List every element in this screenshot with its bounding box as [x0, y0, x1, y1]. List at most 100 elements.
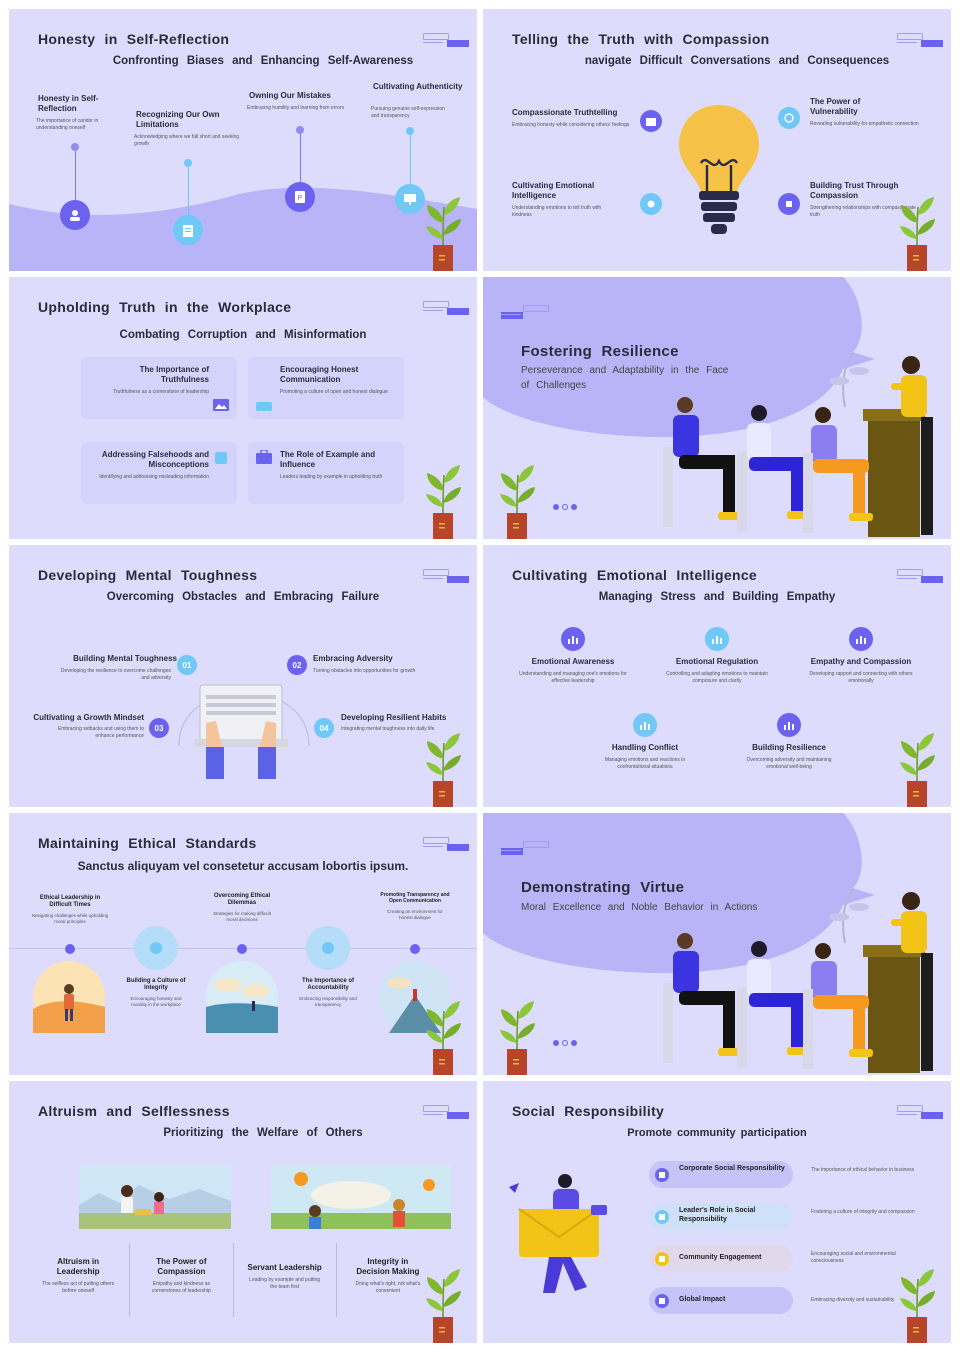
item-heading: Cultivating a Growth Mindset — [33, 713, 144, 722]
chart-bars-icon — [777, 713, 801, 737]
pill-label: Community Engagement — [679, 1254, 762, 1261]
step-number-badge: 01 — [177, 655, 197, 675]
potted-plant-icon — [897, 193, 937, 271]
item-text: Encouraging honesty and morality in the … — [130, 995, 182, 1008]
sofa-icon — [256, 402, 272, 411]
slide-title: Maintaining Ethical Standards — [38, 835, 257, 851]
pill-label: Corporate Social Responsibility — [679, 1165, 785, 1172]
item-text: Embracing setbacks and using them to enh… — [57, 726, 144, 740]
potted-plant-icon — [423, 461, 463, 539]
puzzle-icon — [215, 452, 227, 464]
slide-title: Honesty in Self-Reflection — [38, 31, 230, 47]
item-text: Encouraging social and environmental con… — [811, 1251, 896, 1265]
slide-honesty-self-reflection: Honesty in Self-Reflection Confronting B… — [9, 9, 477, 271]
item-text: Acknowledging where we fall short and se… — [134, 134, 240, 148]
potted-plant-icon — [423, 729, 463, 807]
item-text: Creating an environment for honest dialo… — [387, 908, 443, 921]
info-card: The Importance of Truthfulness Truthfuln… — [81, 357, 237, 419]
item-heading: Overcoming Ethical Dilemmas — [213, 893, 271, 906]
column-heading: Servant Leadership — [247, 1263, 322, 1272]
timeline-node-circle — [134, 926, 178, 970]
slide-social-responsibility: Social Responsibility Promote community … — [483, 1081, 951, 1343]
feature-heading: Handling Conflict — [611, 743, 679, 752]
slide-title: Fostering Resilience — [521, 343, 679, 360]
item-text: The importance of ethical behavior in bu… — [811, 1167, 915, 1173]
kids-balloons-illustration — [271, 1165, 451, 1229]
timeline-item-top: Promoting Transparency and Open Communic… — [375, 892, 455, 922]
potted-plant-icon — [897, 1265, 937, 1343]
woman-envelope-illustration — [509, 1174, 607, 1293]
timeline-item-bottom: The Importance of Accountability Embraci… — [289, 978, 367, 1009]
audience-speaker-illustration — [663, 883, 951, 1073]
feature-heading: Emotional Awareness — [531, 657, 615, 666]
step-number-badge: 02 — [287, 655, 307, 675]
item-text: Embracing humility and learning from err… — [247, 105, 344, 111]
feature-heading: Empathy and Compassion — [810, 657, 912, 666]
document-p-icon: P — [285, 182, 315, 212]
feature-text: Understanding and managing one's emotion… — [519, 671, 627, 685]
list-item[interactable]: Leader's Role in Social Responsibility F… — [649, 1203, 919, 1230]
slider-dots[interactable] — [553, 504, 577, 510]
chart-icon — [655, 1294, 669, 1308]
item-text: Pursuing genuine self-expression and tra… — [371, 106, 445, 120]
pill-label: Global Impact — [679, 1296, 726, 1303]
chart-bars-icon — [705, 627, 729, 651]
svg-text:P: P — [298, 195, 303, 202]
item-text: The importance of candor in understandin… — [36, 118, 99, 132]
slide-ethical-standards: Maintaining Ethical Standards Sanctus al… — [9, 813, 477, 1075]
item-heading: The Power of Vulnerability — [810, 97, 861, 116]
decor-bars — [897, 33, 945, 49]
item-heading: Building Mental Toughness — [73, 654, 177, 663]
slide-subtitle: Prioritizing the Welfare of Others — [163, 1127, 363, 1139]
speech-bubble-shape — [483, 277, 875, 437]
gear-icon — [640, 193, 662, 215]
info-card: The Role of Example and Influence Leader… — [248, 442, 404, 504]
slide-subtitle: Combating Corruption and Misinformation — [119, 329, 367, 341]
box-icon — [640, 110, 662, 132]
decor-bars — [423, 569, 471, 585]
list-item[interactable]: Corporate Social Responsibility The impo… — [649, 1161, 919, 1188]
decor-bars — [423, 837, 471, 853]
item-heading: Building Trust Through Compassion — [810, 181, 899, 200]
slide-truth-workplace: Upholding Truth in the Workplace Combati… — [9, 277, 477, 539]
pill — [649, 1161, 793, 1188]
item-heading: Embracing Adversity — [313, 654, 393, 663]
timeline-line — [410, 135, 411, 185]
list-item[interactable]: Global Impact Embracing diversity and su… — [649, 1287, 919, 1314]
item-heading: The Importance of Accountability — [301, 978, 354, 991]
card-heading: Addressing Falsehoods and Misconceptions — [101, 450, 209, 469]
slide-title: Social Responsibility — [512, 1103, 665, 1119]
speech-bubble-shape — [483, 813, 875, 973]
feature-block: Empathy and Compassion Developing rappor… — [799, 627, 923, 686]
item-heading: Cultivating Emotional Intelligence — [512, 181, 595, 200]
column: The Power of Compassion Empathy and kind… — [130, 1243, 232, 1317]
slider-dots[interactable] — [553, 1040, 577, 1046]
list-item[interactable]: Community Engagement Encouraging social … — [649, 1245, 919, 1272]
column: Integrity in Decision Making Doing what'… — [337, 1243, 439, 1317]
slide-altruism: Altruism and Selflessness Prioritizing t… — [9, 1081, 477, 1343]
timeline-line — [75, 151, 76, 201]
item-text: Strategies for making difficult moral de… — [213, 910, 271, 923]
chart-bars-icon — [561, 627, 585, 651]
clipboard-icon — [173, 215, 203, 245]
item-text: Integrating mental toughness into daily … — [341, 726, 435, 732]
feature-block: Handling Conflict Managing emotions and … — [583, 713, 707, 772]
item-text: Embracing honesty while considering othe… — [512, 122, 630, 128]
feature-text: Overcoming adversity and maintaining emo… — [746, 757, 832, 771]
timeline-item-bottom: Building a Culture of Integrity Encourag… — [117, 978, 195, 1009]
timeline-dot — [406, 127, 414, 135]
children-playing-illustration — [79, 1165, 231, 1229]
slide-title: Demonstrating Virtue — [521, 879, 685, 896]
lightbulb-icon — [679, 105, 759, 234]
feature-block: Building Resilience Overcoming adversity… — [727, 713, 851, 772]
item-heading: Developing Resilient Habits — [341, 713, 447, 722]
timeline-dot — [184, 159, 192, 167]
item-list: Corporate Social Responsibility The impo… — [649, 1161, 919, 1314]
user-card-icon — [60, 200, 90, 230]
slide-mental-toughness: Developing Mental Toughness Overcoming O… — [9, 545, 477, 807]
timeline-item-top: Overcoming Ethical Dilemmas Strategies f… — [203, 893, 281, 924]
slide-title: Upholding Truth in the Workplace — [38, 299, 292, 315]
slide-subtitle: Perseverance and Adaptability in the Fac… — [521, 365, 729, 391]
slide-fostering-resilience: Fostering Resilience Perseverance and Ad… — [483, 277, 951, 539]
chart-icon — [655, 1168, 669, 1182]
